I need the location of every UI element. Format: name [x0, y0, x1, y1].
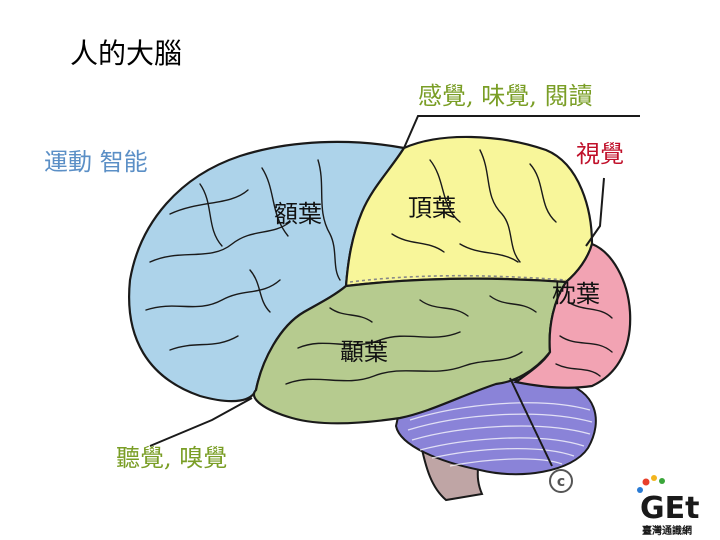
page-title: 人的大腦 [70, 37, 183, 70]
occipital-lobe-label: 枕葉 [552, 280, 600, 308]
sensation-label: 感覺, 味覺, 閱讀 [418, 82, 593, 110]
svg-text:c: c [557, 474, 565, 490]
hearing-leader [149, 397, 253, 447]
vision-label: 視覺 [576, 140, 624, 168]
temporal-lobe-label: 顳葉 [340, 338, 388, 366]
watermark-leader [509, 377, 553, 467]
cerebellum-folds [407, 402, 593, 467]
label-leaders [149, 115, 640, 467]
lobe-boundary-line [349, 274, 567, 283]
hearing-label: 聽覺, 嗅覺 [116, 444, 228, 472]
brain-folds [145, 149, 613, 385]
vision-leader [585, 177, 605, 247]
logo-word: GEt [640, 491, 699, 526]
logo-caption: 臺灣通識網 [642, 526, 692, 537]
frontal-lobe-label: 額葉 [274, 200, 322, 228]
sensation-leader [403, 115, 640, 149]
motor-label: 運動 智能 [44, 148, 148, 176]
get-logo-icon: GEt [637, 475, 699, 526]
parietal-lobe-label: 頂葉 [408, 194, 456, 222]
copyright-icon: c [549, 469, 573, 493]
occipital-lobe-region [513, 242, 632, 389]
